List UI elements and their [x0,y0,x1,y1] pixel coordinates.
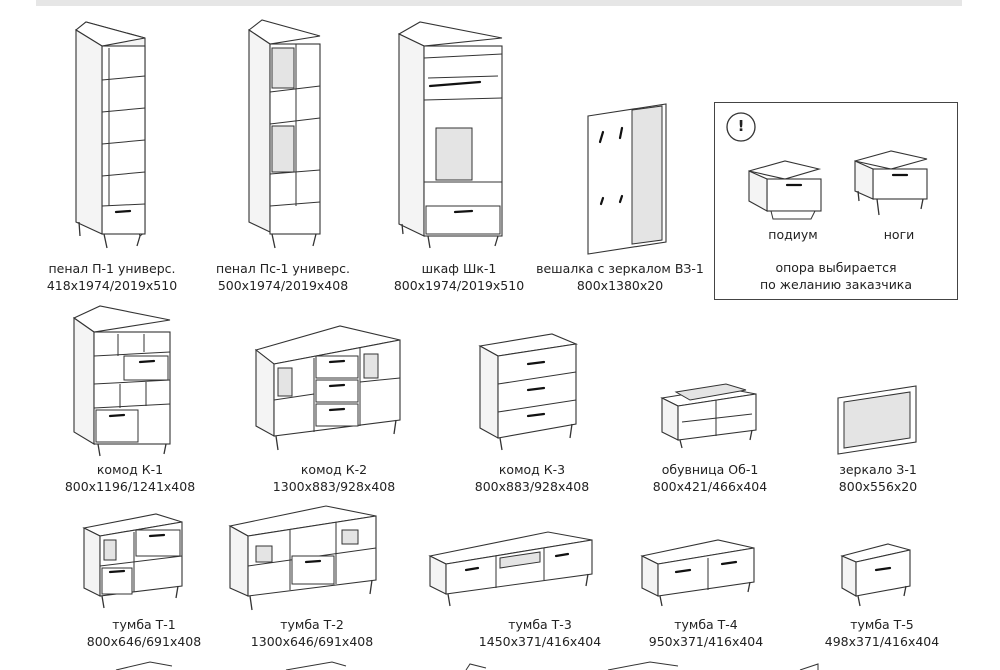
product-size: 800х883/928х408 [474,479,590,494]
caption-p1: пенал П-1 универс. 418х1974/2019х510 [47,260,177,294]
product-name: вешалка с зеркалом ВЗ-1 [536,261,704,276]
notice-line-2: по желанию заказчика [759,277,913,292]
product-size: 500х1974/2019х408 [217,278,349,293]
mirror-z1-drawing [837,385,917,455]
notice-exclamation-icon: ! [737,117,745,135]
product-name: комод К-3 [498,462,566,477]
caption-z1: зеркало З-1 800х556х20 [839,461,917,495]
dresser-k1-drawing [72,305,171,457]
dresser-k2-drawing [254,325,401,451]
product-size: 800х1974/2019х510 [393,278,525,293]
caption-ob1: обувница Об-1 800х421/466х404 [653,461,767,495]
notice-text: опора выбирается по желанию заказчика [715,259,957,293]
product-name: тумба Т-3 [508,617,572,632]
product-size: 418х1974/2019х510 [46,278,178,293]
caption-t5: тумба Т-5 498х371/416х404 [825,616,939,650]
caption-t3: тумба Т-3 1450х371/416х404 [479,616,601,650]
product-name: тумба Т-4 [674,617,738,632]
product-name: пенал П-1 универс. [48,261,176,276]
notice-line-1: опора выбирается [775,260,897,275]
caption-k1: комод К-1 800х1196/1241х408 [65,461,195,495]
caption-t1: тумба Т-1 800х646/691х408 [87,616,201,650]
product-name: шкаф Шк-1 [421,261,497,276]
caption-ps1: пенал Пс-1 универс. 500х1974/2019х408 [216,260,350,294]
option-legs-label: ноги [883,227,915,242]
product-size: 800х556х20 [838,479,918,494]
product-size: 950х371/416х404 [648,634,764,649]
product-size: 1300х646/691х408 [250,634,374,649]
product-name: тумба Т-2 [280,617,344,632]
product-name: пенал Пс-1 универс. [216,261,350,276]
product-name: тумба Т-5 [850,617,914,632]
product-size: 800х646/691х408 [86,634,202,649]
product-size: 1300х883/928х408 [272,479,396,494]
product-name: зеркало З-1 [839,462,917,477]
caption-k3: комод К-3 800х883/928х408 [475,461,589,495]
product-name: комод К-1 [96,462,164,477]
product-name: обувница Об-1 [661,462,759,477]
caption-t4: тумба Т-4 950х371/416х404 [649,616,763,650]
penal-p1-drawing [75,21,146,249]
caption-k2: комод К-2 1300х883/928х408 [273,461,395,495]
hanger-vz1-drawing [587,103,667,255]
option-podium-label: подиум [768,227,818,242]
product-size: 498х371/416х404 [824,634,940,649]
caption-t2: тумба Т-2 1300х646/691х408 [251,616,373,650]
product-size: 1450х371/416х404 [478,634,602,649]
wardrobe-shk1-drawing [397,21,503,249]
dresser-k3-drawing [478,333,579,451]
penal-ps1-drawing [248,19,321,249]
caption-shk1: шкаф Шк-1 800х1974/2019х510 [394,260,524,294]
shoe-cabinet-ob1-drawing [660,383,757,449]
product-size: 800х421/466х404 [652,479,768,494]
product-size: 800х1196/1241х408 [64,479,196,494]
product-size: 800х1380х20 [576,278,664,293]
top-gray-bar [36,0,962,6]
notice-drawings [726,112,928,220]
support-options-box: ! подиум ноги опора выбирается по желани… [714,102,958,300]
product-name: комод К-2 [300,462,368,477]
caption-vz1: вешалка с зеркалом ВЗ-1 800х1380х20 [536,260,704,294]
product-name: тумба Т-1 [112,617,176,632]
